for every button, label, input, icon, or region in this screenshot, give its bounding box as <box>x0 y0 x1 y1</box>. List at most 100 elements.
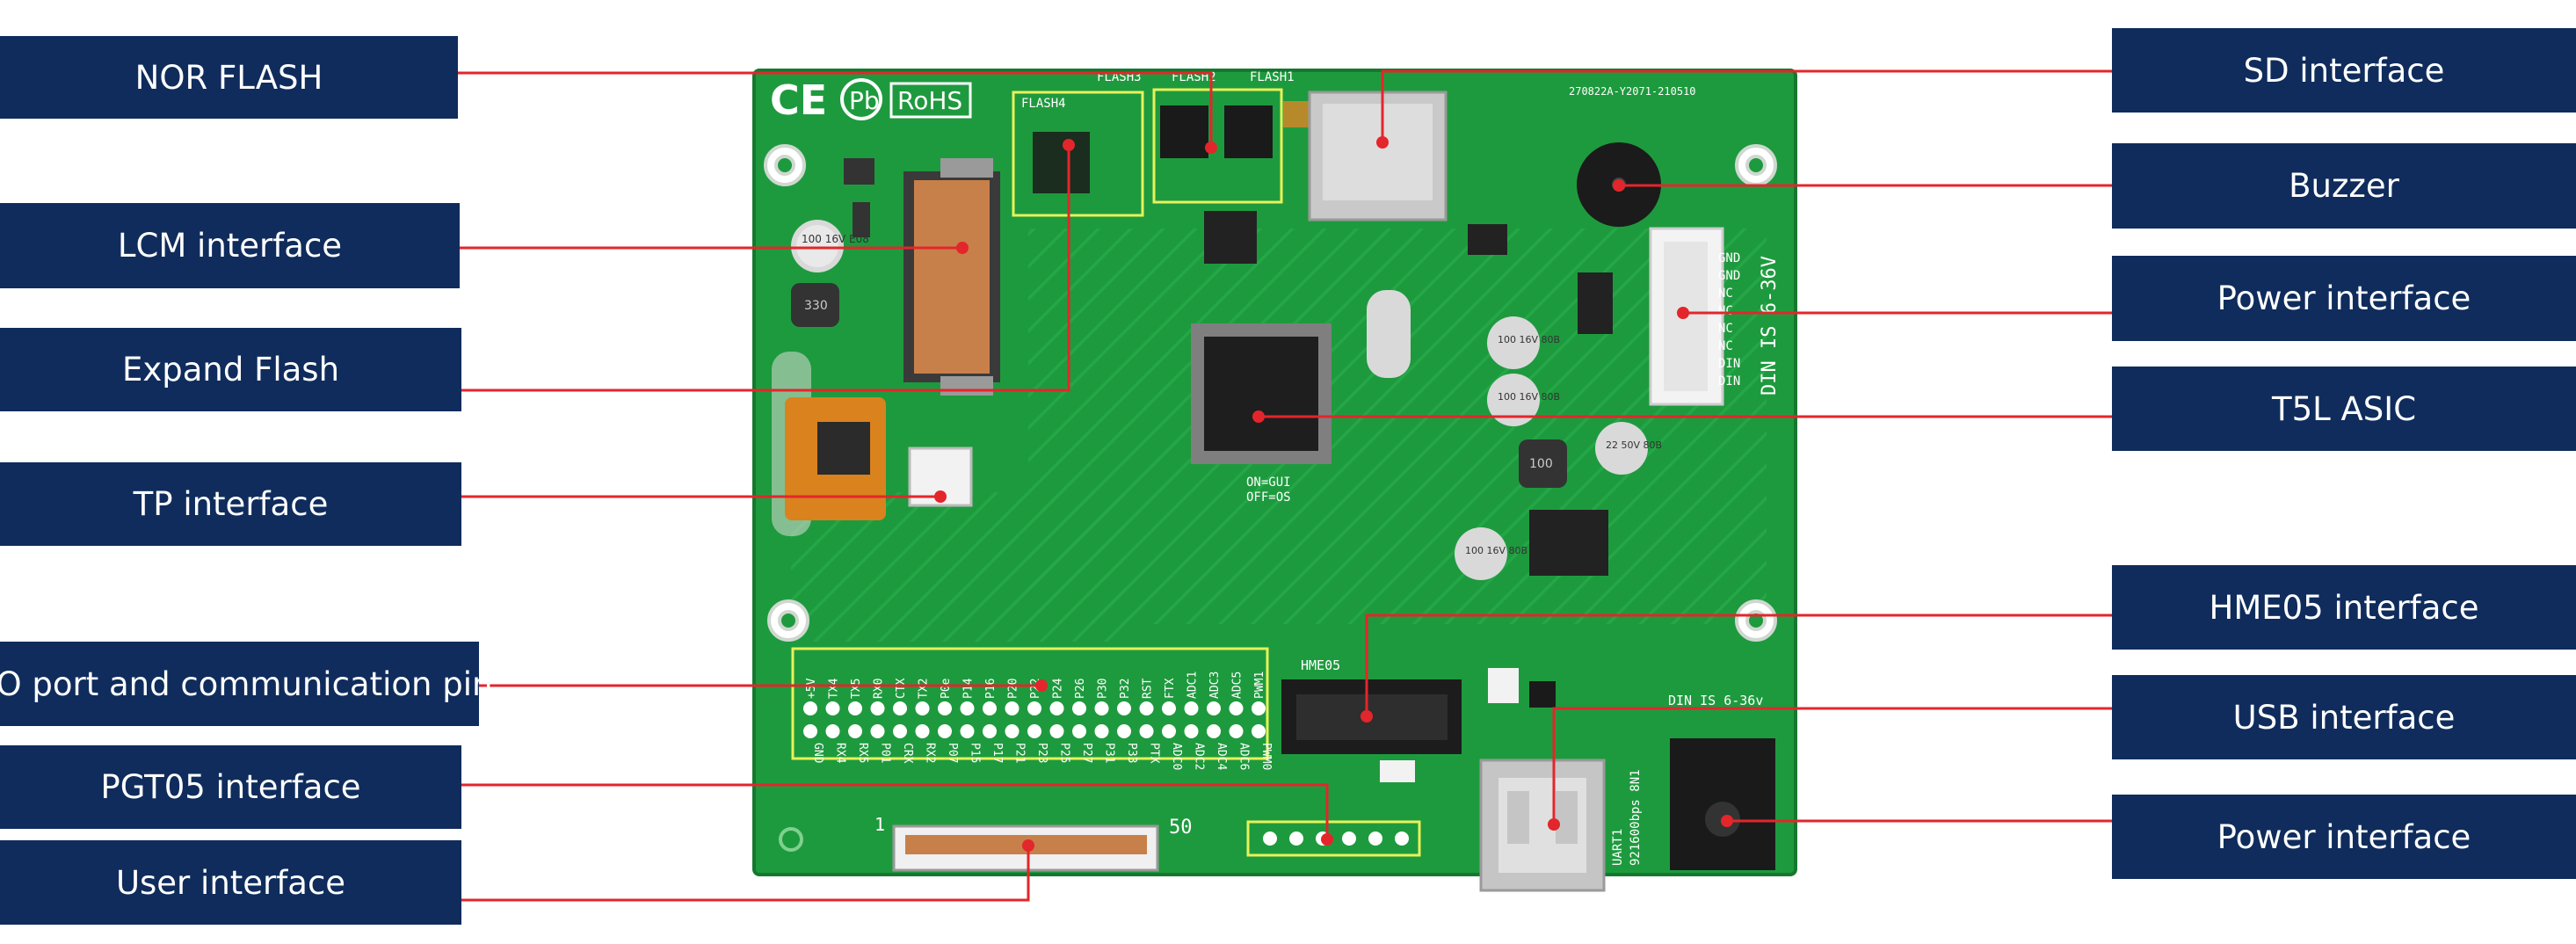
uart-text-1: UART1 <box>1611 829 1625 866</box>
leader-lines <box>458 69 2112 902</box>
cap-right-text-3: 22 50V 80B <box>1606 439 1662 451</box>
io-pin-label-bottom: P33 <box>1125 743 1138 763</box>
leader-hme05 <box>1365 614 2112 716</box>
label-user-interface: User interface <box>0 840 461 925</box>
leader-nor-flash <box>458 71 1213 148</box>
cap-right-text-2: 100 16V 80B <box>1498 391 1560 403</box>
io-pin-hole <box>825 724 840 738</box>
left-components <box>791 158 874 327</box>
io-pin-hole <box>870 724 885 738</box>
label-sd-interface: SD interface <box>2112 28 2576 113</box>
label-usb-interface: USB interface <box>2112 675 2576 759</box>
io-pin-label-bottom: P01 <box>879 743 892 763</box>
io-pin-hole <box>803 701 817 715</box>
label-nor-flash: NOR FLASH <box>0 36 458 119</box>
io-pin-hole <box>1072 701 1086 715</box>
io-pin-label-bottom: P31 <box>1103 743 1116 763</box>
leader-pgt05 <box>461 783 1329 839</box>
io-pin-hole <box>938 701 952 715</box>
label-hme05-interface: HME05 interface <box>2112 565 2576 650</box>
io-pin-hole <box>1049 701 1064 715</box>
hme05-silk: HME05 <box>1301 657 1340 673</box>
io-pin-label-top: P14 <box>962 678 976 699</box>
io-pin-label-bottom: ADC0 <box>1170 743 1183 770</box>
right-components <box>1455 224 1648 580</box>
io-pin-hole <box>1252 724 1266 738</box>
io-pin-label-top: RST <box>1142 678 1155 699</box>
io-pin-hole <box>1027 701 1041 715</box>
io-pin-hole <box>1072 724 1086 738</box>
svg-text:Pb: Pb <box>849 86 880 115</box>
io-pin-label-top: P32 <box>1119 679 1132 699</box>
ffc-pin-1: 1 <box>874 814 885 835</box>
io-pin-hole <box>870 701 885 715</box>
svg-text:RoHS: RoHS <box>897 86 962 115</box>
label-lcm-interface: LCM interface <box>0 203 460 288</box>
cap-left-text: 100 16V E08 <box>802 233 869 245</box>
leader-expand-flash <box>461 145 1070 392</box>
power-pin-labels: GND GND NC NC NC NC DIN DIN <box>1718 251 1740 388</box>
leader-sd <box>1381 69 2112 142</box>
io-pin-hole <box>1094 701 1109 715</box>
io-pin-label-top: RX0 <box>873 679 886 699</box>
small-parts <box>1380 668 1556 782</box>
svg-text:GND: GND <box>1718 269 1740 283</box>
io-pin-hole <box>1139 701 1154 715</box>
io-pin-hole <box>1139 724 1154 738</box>
label-expand-flash: Expand Flash <box>0 328 461 411</box>
io-pin-label-top: TX2 <box>918 679 931 699</box>
svg-text:DIN: DIN <box>1718 374 1740 388</box>
io-pin-hole <box>1005 701 1020 715</box>
io-pin-hole <box>938 724 952 738</box>
io-pin-label-bottom: P25 <box>1058 743 1071 763</box>
io-pin-label-top: P20 <box>1007 679 1020 699</box>
io-pin-hole <box>1117 701 1131 715</box>
io-pin-hole <box>1252 701 1266 715</box>
io-header <box>791 647 1269 760</box>
io-pin-hole <box>960 724 975 738</box>
io-pin-hole <box>803 724 817 738</box>
io-pin-label-bottom: GND <box>811 743 824 764</box>
io-pin-hole <box>1184 724 1199 738</box>
io-pin-hole <box>848 701 862 715</box>
io-pin-hole <box>1162 701 1176 715</box>
io-pin-hole <box>1049 724 1064 738</box>
io-pin-label-bottom: P15 <box>969 743 982 763</box>
io-pin-label-top: PWM1 <box>1253 672 1266 699</box>
io-pin-label-bottom: ADC2 <box>1193 743 1206 770</box>
io-pin-label-bottom: ADC4 <box>1215 743 1228 770</box>
io-pin-label-bottom: P23 <box>1035 743 1049 763</box>
io-pin-hole <box>1117 724 1131 738</box>
dc-jack <box>1670 738 1775 870</box>
t5l-asic-chip <box>1191 290 1411 464</box>
io-pin-label-bottom: PWM0 <box>1259 743 1273 770</box>
usb-port <box>1479 759 1606 892</box>
leader-user <box>461 846 1030 902</box>
io-pin-hole <box>1207 701 1221 715</box>
lcm-connector <box>903 158 1000 396</box>
label-pgt05-interface: PGT05 interface <box>0 745 461 829</box>
io-pin-label-bottom: ADC6 <box>1237 743 1251 770</box>
io-pin-hole <box>915 724 930 738</box>
io-pin-hole <box>1229 701 1244 715</box>
io-pin-label-top: ADC3 <box>1208 672 1222 699</box>
io-pin-hole <box>1005 724 1020 738</box>
svg-text:NC: NC <box>1718 287 1733 301</box>
cap-right-text-1: 100 16V 80B <box>1498 334 1560 345</box>
ffc-pin-50: 50 <box>1169 817 1193 839</box>
io-pin-label-top: P30 <box>1097 679 1110 699</box>
inductor-right-text: 100 <box>1529 457 1553 471</box>
label-power-interface-top: Power interface <box>2112 256 2576 341</box>
inductor-left-text: 330 <box>804 299 828 313</box>
io-pin-label-bottom: RX2 <box>924 743 937 763</box>
io-pin-hole <box>825 701 840 715</box>
io-pin-label-top: TX5 <box>850 679 863 699</box>
svg-text:NC: NC <box>1718 322 1733 336</box>
io-pin-label-bottom: P21 <box>1013 743 1027 763</box>
io-pin-hole <box>983 724 997 738</box>
io-pin-label-bottom: P17 <box>990 743 1004 763</box>
io-pin-hole <box>1094 724 1109 738</box>
